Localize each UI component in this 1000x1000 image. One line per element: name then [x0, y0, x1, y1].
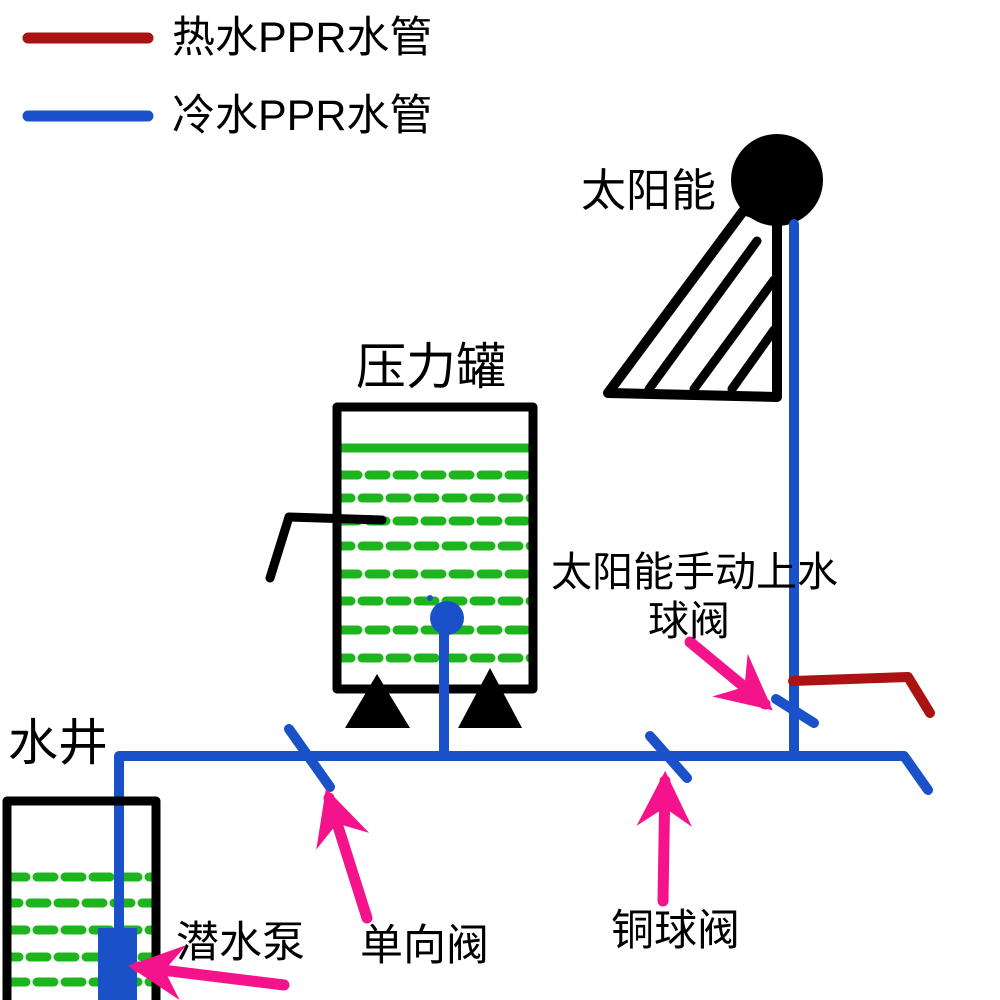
annotation-arrows	[127, 636, 773, 1000]
main-cold-pipe	[114, 751, 933, 935]
cold-water-pipes	[22, 110, 933, 935]
legend-hot-label: 热水PPR水管	[172, 14, 433, 62]
tank-leg-right	[458, 668, 522, 728]
submersible-pump-body	[98, 928, 137, 1000]
well-label: 水井	[8, 715, 108, 771]
solar-fill-valve-label-line1: 太阳能手动上水	[551, 549, 838, 595]
ink-dot	[427, 595, 433, 601]
solar-panel-tubes	[644, 236, 779, 394]
black-structures	[265, 134, 823, 728]
pump-label: 潜水泵	[176, 919, 305, 967]
tank-overflow-faucet	[265, 512, 387, 583]
water-level-marks	[4, 443, 536, 987]
solar-fill-valve-label-line2: 球阀	[648, 598, 730, 644]
solar-fill-valve-arrow	[684, 636, 773, 711]
solar-hot-outlet-pipe	[788, 672, 935, 718]
solar-fill-valve-mark	[771, 694, 819, 728]
check-valve-mark	[284, 724, 335, 792]
pressure-tank-body	[332, 402, 538, 694]
pressure-tank-label: 压力罐	[356, 339, 506, 395]
tank-inlet-float	[430, 601, 464, 635]
solar-label: 太阳能	[581, 165, 717, 216]
hot-water-pipes	[22, 32, 935, 718]
pump-arrow	[127, 945, 290, 1000]
tank-leg-left	[345, 674, 410, 728]
copper-ball-valve-arrow	[636, 770, 692, 907]
solar-tank-circle	[731, 134, 823, 226]
check-valve-label: 单向阀	[360, 922, 489, 970]
well-walls	[2, 796, 161, 1000]
copper-ball-valve-label: 铜球阀	[611, 907, 740, 955]
check-valve-arrow	[316, 788, 373, 924]
legend-cold-label: 冷水PPR水管	[172, 92, 433, 140]
